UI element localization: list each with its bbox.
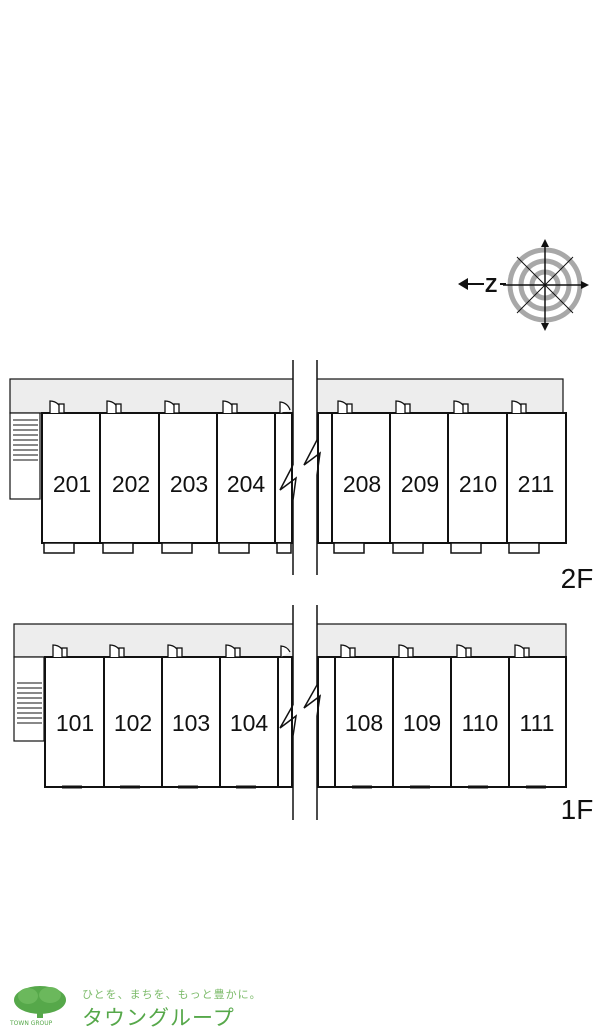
unit-label: 108 <box>345 710 383 736</box>
unit-label: 103 <box>172 710 210 736</box>
footer-brand: タウングループ <box>82 1006 235 1030</box>
unit-label: 211 <box>518 471 555 497</box>
unit-label: 208 <box>343 471 381 497</box>
footer-tagline: ひとを、まちを、もっと豊かに。 <box>82 988 262 1001</box>
north-arrow-icon <box>458 278 506 290</box>
floor-2f-plan <box>9 378 567 554</box>
floor-1f-plan <box>13 623 567 789</box>
unit-label: 201 <box>53 471 91 497</box>
unit-label: 209 <box>401 471 439 497</box>
break-line-1f <box>279 605 322 820</box>
unit-label: 109 <box>403 710 441 736</box>
unit-label: 111 <box>520 710 555 736</box>
tree-logo-icon <box>14 986 66 1018</box>
compass-rose-icon <box>503 239 589 331</box>
footer-brand-sub: TOWN GROUP <box>10 1020 53 1027</box>
north-letter: Z <box>485 275 497 297</box>
unit-label: 110 <box>462 710 499 736</box>
floor-label-2f: 2F <box>561 563 594 594</box>
floor-label-1f: 1F <box>561 794 594 825</box>
town-group-logo: ひとを、まちを、もっと豊かに。 タウングループ TOWN GROUP <box>10 982 290 1034</box>
unit-label: 203 <box>170 471 208 497</box>
unit-label: 101 <box>56 710 94 736</box>
unit-label: 102 <box>114 710 152 736</box>
unit-label: 204 <box>227 471 266 497</box>
floor-1f-units: 101 102 103 104 108 109 110 111 <box>56 710 555 736</box>
unit-label: 210 <box>459 471 497 497</box>
floor-2f-units: 201 202 203 204 208 209 210 211 <box>53 471 555 497</box>
unit-label: 104 <box>230 710 269 736</box>
unit-label: 202 <box>112 471 150 497</box>
break-line-2f <box>279 360 321 575</box>
